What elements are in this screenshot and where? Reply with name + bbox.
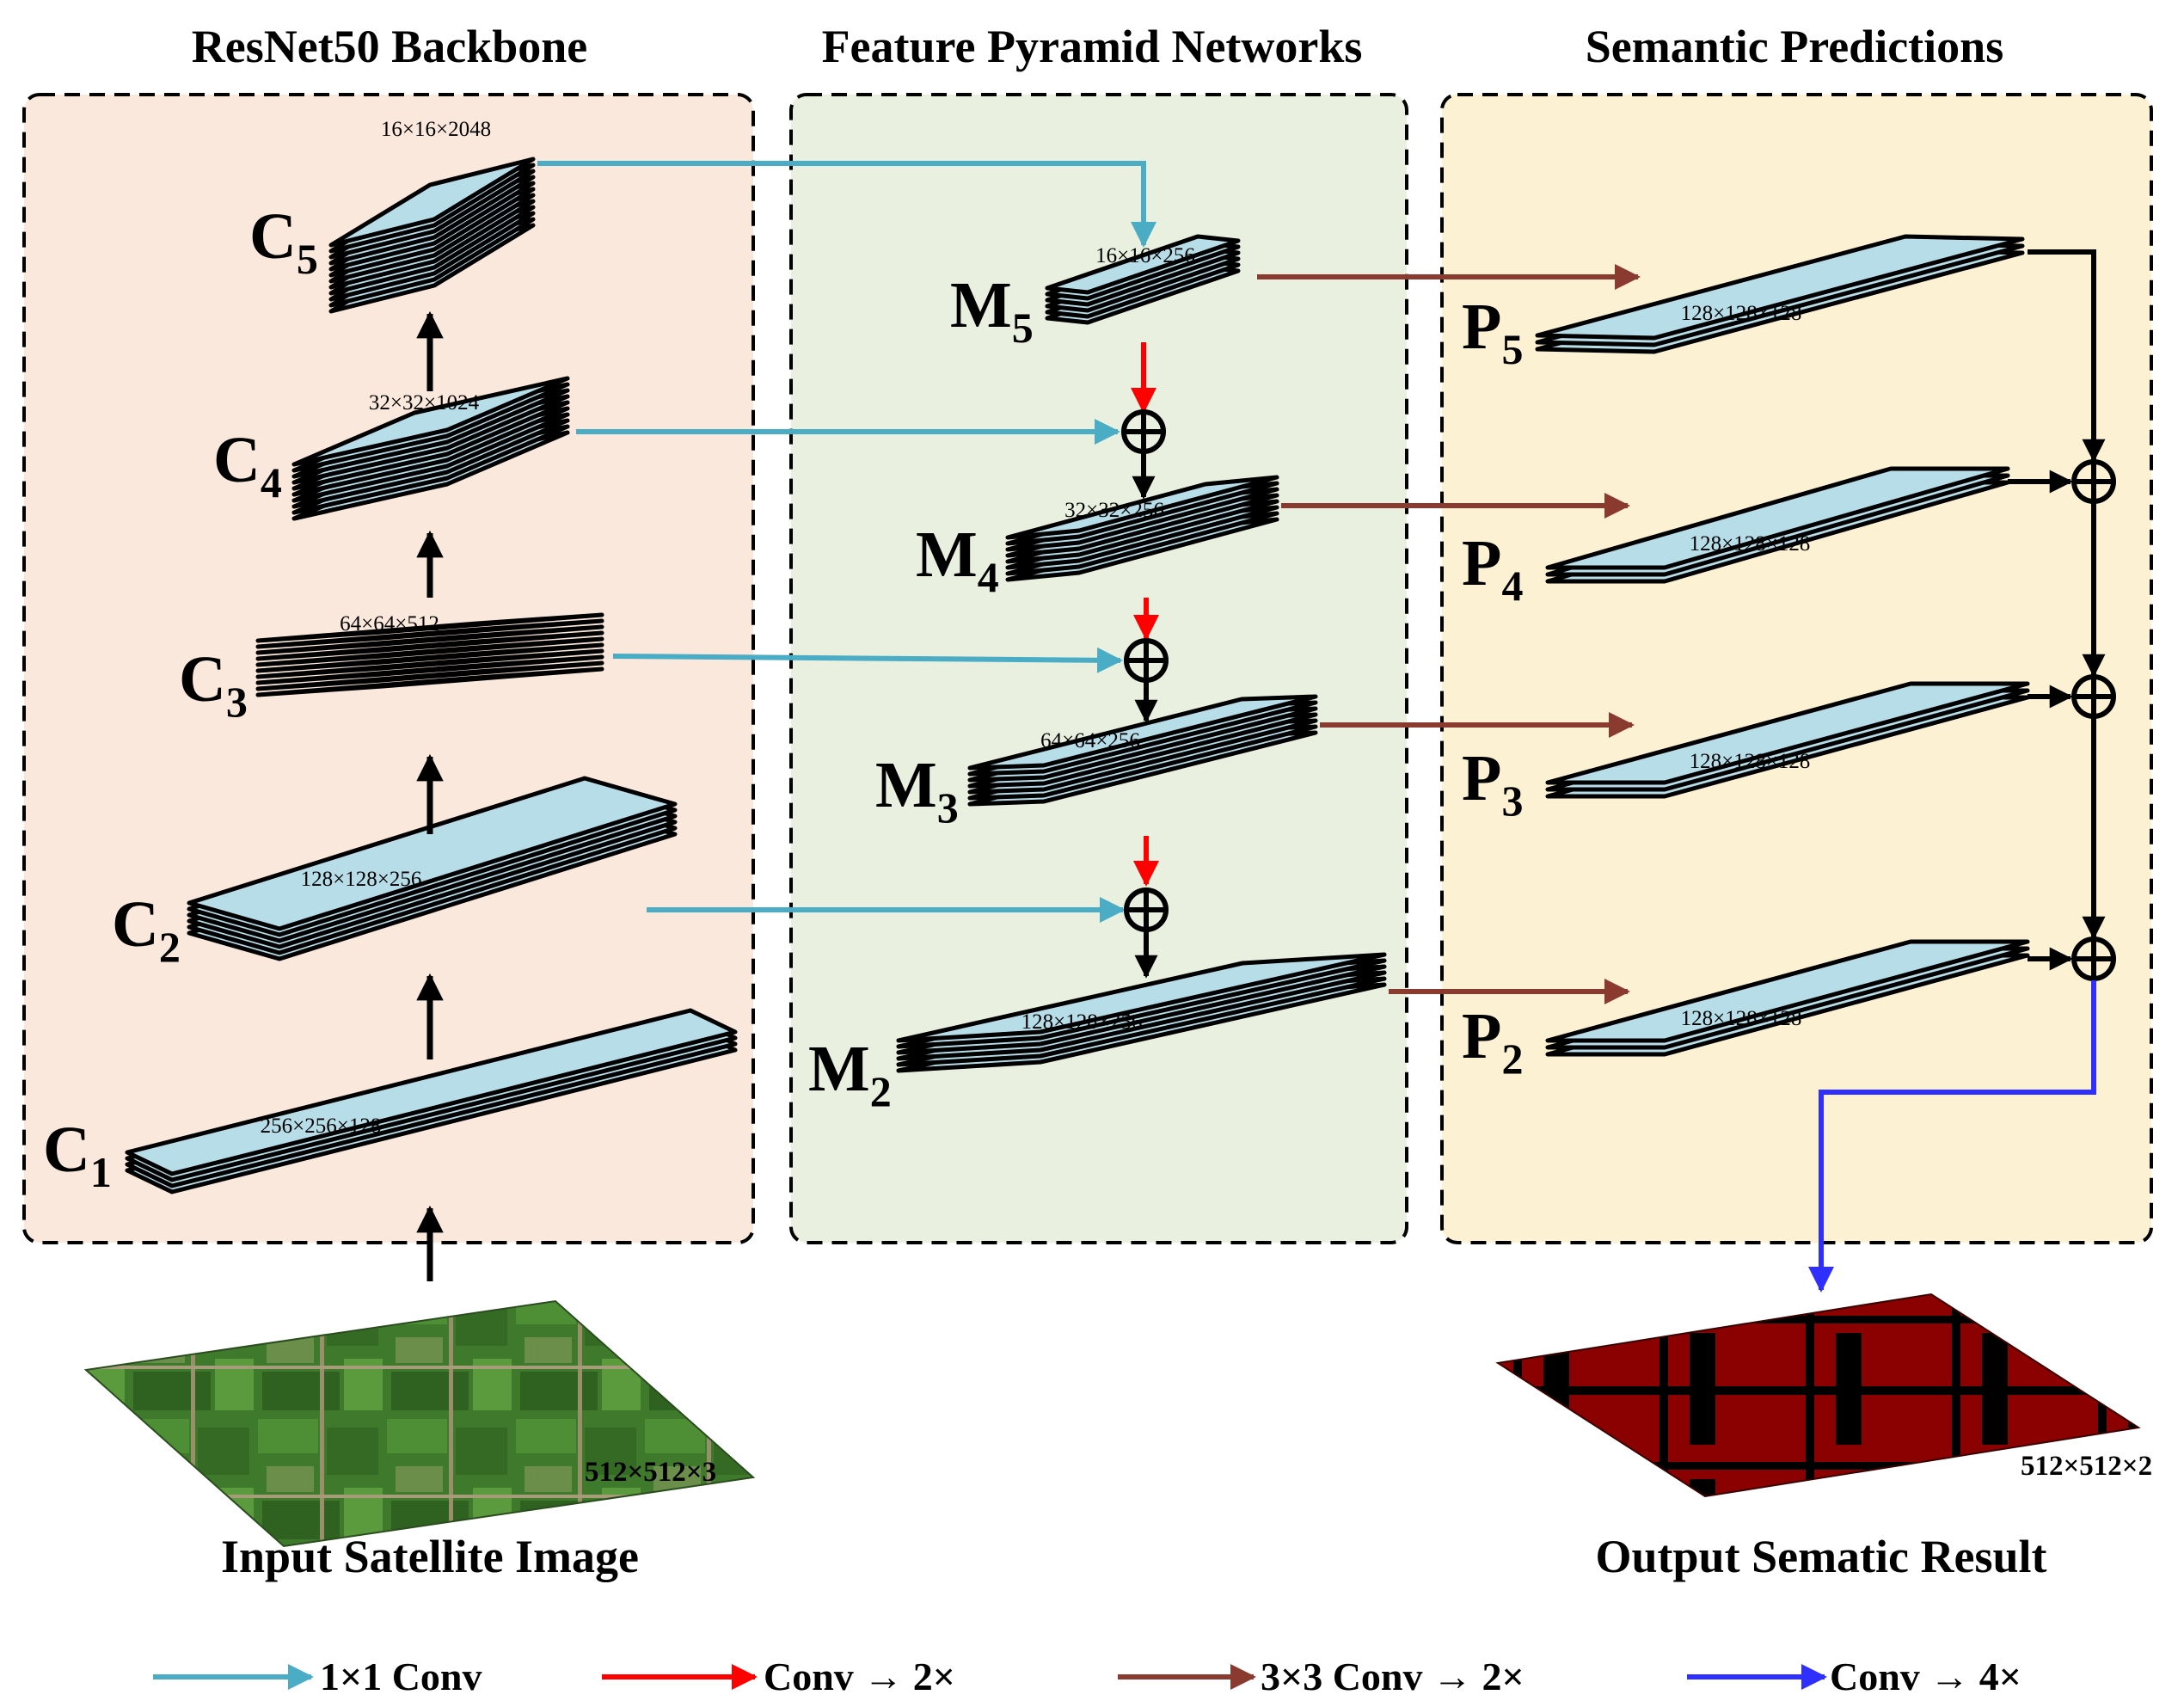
conv3x3-arrows (1257, 264, 1641, 1004)
sum-node-m2-icon (1124, 887, 1169, 932)
layer-sheet (1005, 475, 1279, 540)
layer-sheet (255, 666, 604, 697)
fpn-title: Feature Pyramid Networks (822, 21, 1363, 72)
layer-sheet (328, 157, 536, 248)
stack-label-m2: M2 (808, 1033, 892, 1115)
dim-label-p5: 128×128×128 (1681, 302, 1802, 325)
layer-sheet (255, 630, 604, 661)
sum-node-p4-icon (2071, 459, 2116, 504)
stack-p2: 128×128×128 P2 (1462, 939, 2030, 1083)
layer-sheet (255, 618, 604, 649)
dim-label-c2: 128×128×256 (301, 868, 422, 891)
stack-label-p3: P3 (1462, 742, 1523, 825)
stack-label-m3: M3 (875, 749, 959, 832)
lateral-arrow-c3-sum3 (612, 647, 1123, 673)
backbone-title: ResNet50 Backbone (192, 21, 587, 72)
layer-sheet (291, 376, 570, 467)
stack-label-c3: C3 (179, 643, 248, 726)
dim-label-m3: 64×64×256 (1040, 729, 1140, 752)
layer-sheet (255, 660, 604, 691)
dim-label-m2: 128×128×256 (1021, 1010, 1143, 1034)
output-4x-arrow (1808, 980, 2096, 1293)
layer-sheet (255, 624, 604, 655)
lateral-1x1-conv-arrows (537, 161, 1156, 923)
merge-arrows (1132, 453, 1158, 979)
dim-label-c4: 32×32×1024 (369, 391, 480, 415)
stack-label-p2: P2 (1462, 1000, 1523, 1083)
sum-node-p3-icon (2071, 674, 2116, 719)
stack-label-c5: C5 (249, 200, 318, 283)
dim-label-m4: 32×32×256 (1064, 499, 1164, 522)
stack-label-p5: P5 (1462, 291, 1523, 373)
layer-sheet (255, 642, 604, 673)
sum-node-m4-icon (1121, 409, 1166, 454)
stack-p4: 128×128×128 P4 (1462, 466, 2010, 610)
input-dim-label: 512×512×3 (585, 1457, 716, 1488)
stack-label-c2: C2 (112, 888, 181, 971)
sum-node-p2-icon (2071, 936, 2116, 981)
stack-p3: 128×128×128 P3 (1462, 681, 2030, 825)
stack-label-c1: C1 (43, 1114, 112, 1196)
layer-sheet (255, 648, 604, 679)
layer-sheet (1535, 234, 2025, 341)
layer-sheet (1045, 234, 1241, 295)
layer-sheet (1545, 939, 2030, 1043)
stack-label-m4: M4 (916, 519, 999, 601)
fpn-sum-nodes (1121, 409, 1169, 932)
sum-node-m3-icon (1124, 638, 1169, 683)
layer-sheet (125, 1008, 738, 1176)
stack-label-m5: M5 (950, 269, 1034, 352)
stack-label-c4: C4 (213, 424, 282, 507)
output-dim-label: 512×512×2 (2021, 1451, 2152, 1482)
layer-sheet (1545, 681, 2030, 785)
dim-label-c5: 16×16×2048 (381, 118, 491, 141)
stack-label-p4: P4 (1462, 527, 1523, 610)
legend-label-conv3x3: 3×3 Conv → 2× (1261, 1655, 1525, 1698)
output-semantic-result (1495, 1293, 2141, 1498)
lateral-arrow-c5-m5 (537, 161, 1156, 248)
stack-c1: 256×256×128 C1 (43, 1008, 738, 1196)
layer-sheet (1545, 466, 2010, 570)
legend-label-upsample: Conv → 2× (764, 1655, 955, 1698)
layer-sheet (255, 636, 604, 667)
layer-sheet (255, 612, 604, 643)
stack-p5: 128×128×128 P5 (1462, 234, 2025, 373)
legend-label-conv1x1: 1×1 Conv (320, 1655, 482, 1698)
layer-sheet (896, 952, 1387, 1043)
upsample-arrows (1131, 342, 1159, 887)
dim-label-m5: 16×16×256 (1095, 244, 1195, 267)
prediction-merge-chain (2008, 249, 2116, 981)
chain-arrow-p5 (2028, 249, 2106, 463)
input-satellite-image (83, 1299, 756, 1548)
dim-label-p2: 128×128×128 (1681, 1007, 1802, 1030)
input-caption: Input Satellite Image (221, 1531, 639, 1582)
semantic-title: Semantic Predictions (1586, 21, 2003, 72)
dim-label-c1: 256×256×128 (261, 1115, 382, 1138)
dim-label-p3: 128×128×128 (1690, 750, 1811, 773)
layer-sheet (187, 776, 678, 931)
output-caption: Output Sematic Result (1596, 1531, 2047, 1582)
dim-label-c3: 64×64×512 (340, 612, 439, 636)
legend: 1×1 Conv Conv → 2× 3×3 Conv → 2× Conv → … (153, 1655, 2021, 1698)
dim-label-p4: 128×128×128 (1690, 532, 1811, 556)
legend-label-conv4x: Conv → 4× (1830, 1655, 2021, 1698)
layer-sheet (255, 654, 604, 685)
